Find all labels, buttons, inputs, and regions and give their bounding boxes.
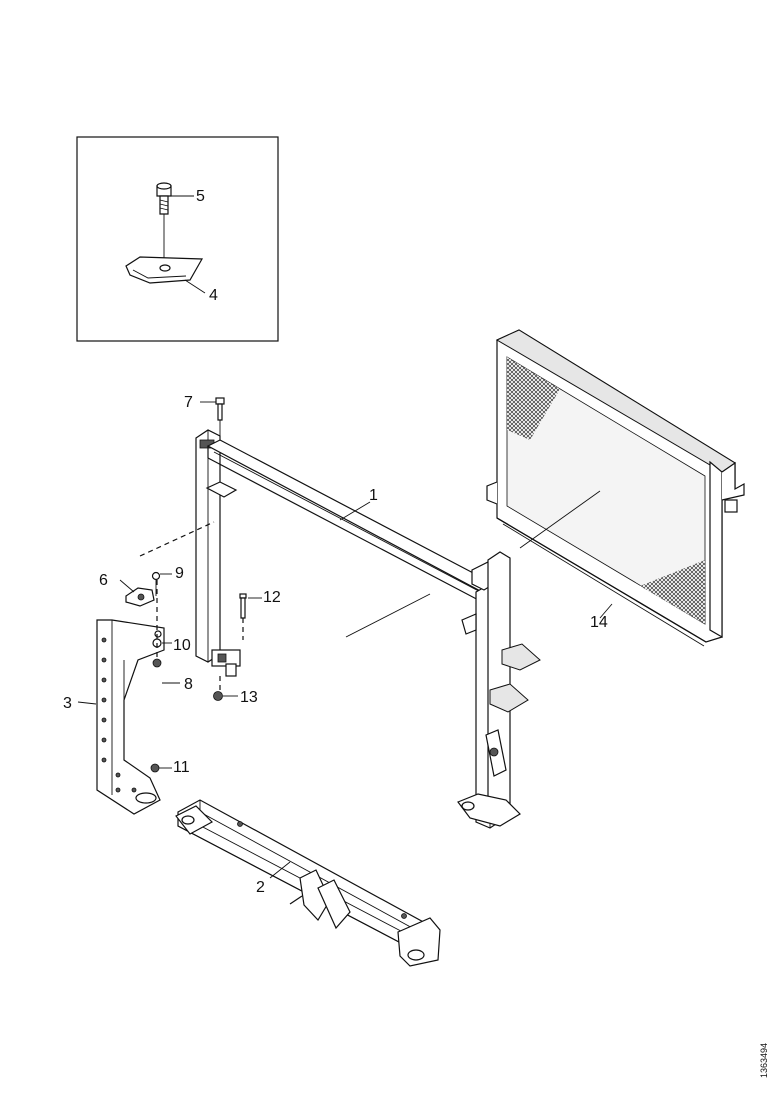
callout-3: 3: [63, 695, 72, 712]
part-11-nut: [150, 763, 160, 773]
callout-11: 11: [173, 759, 190, 776]
callout-14: 14: [590, 614, 608, 631]
part-2-lower-crossmember: [175, 799, 441, 967]
part-14-radiator: [486, 329, 745, 647]
part-5-bolt: [156, 182, 172, 266]
leader-lines: [77, 401, 613, 879]
document-id: 1363494: [759, 1043, 769, 1078]
callout-12: 12: [263, 589, 281, 606]
part-13-nut: [213, 691, 223, 701]
callout-13: 13: [240, 689, 258, 706]
callout-6: 6: [99, 572, 108, 589]
part-3-side-support: [96, 619, 165, 815]
part-9-washer: [151, 571, 161, 596]
callout-8: 8: [184, 676, 193, 693]
inset-detail-box: [76, 136, 279, 342]
callout-2: 2: [256, 879, 265, 896]
part-12-bolt: [239, 593, 247, 619]
callout-1: 1: [369, 487, 378, 504]
part-7-bolt: [215, 397, 225, 436]
callout-7: 7: [184, 394, 193, 411]
part-4-bracket-plate: [125, 256, 204, 284]
part-1-upper-frame: [195, 429, 541, 829]
part-8-nut: [152, 658, 162, 668]
callout-9: 9: [175, 565, 184, 582]
callout-4: 4: [209, 287, 218, 304]
part-6-bracket: [125, 587, 155, 607]
callout-5: 5: [196, 188, 205, 205]
callout-10: 10: [173, 637, 191, 654]
